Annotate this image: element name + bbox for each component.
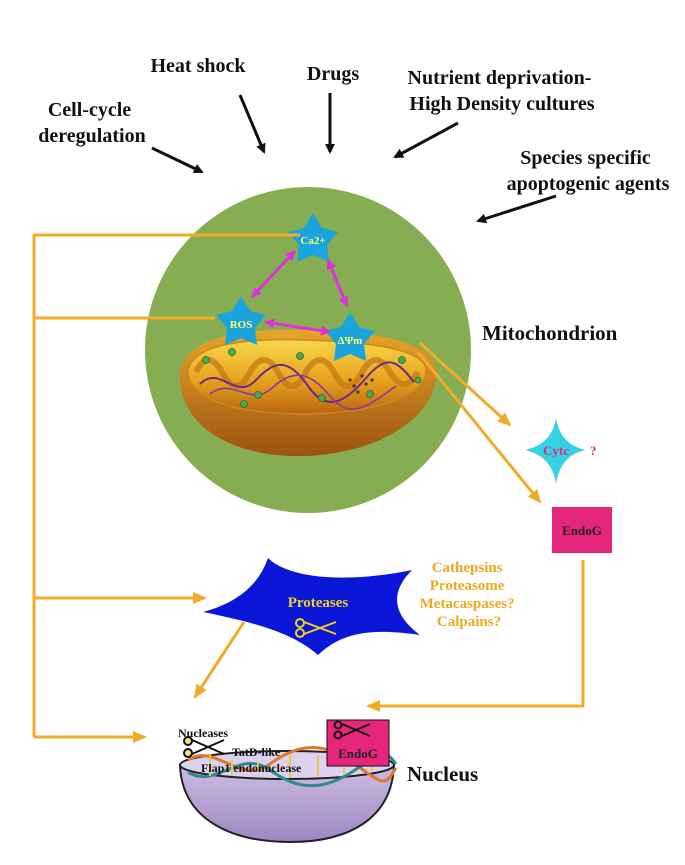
- arrow-species: [476, 194, 557, 224]
- membrane-potential-label: ΔΨm: [338, 335, 363, 347]
- arrow-proteases-to-nucleus: [193, 621, 246, 699]
- protease-list: Cathepsins Proteasome Metacaspases? Calp…: [420, 560, 519, 630]
- stimulus-heat-shock: Heat shock: [151, 55, 247, 77]
- arrow-to-cytc: [418, 341, 512, 427]
- stimulus-arrows: [151, 93, 557, 224]
- endog-scissors-icon: [333, 720, 371, 740]
- stimulus-nutrient: Nutrient deprivation- High Density cultu…: [408, 67, 597, 115]
- left-bus-line: [32, 233, 300, 737]
- stimulus-drugs: Drugs: [307, 63, 359, 85]
- cytc-label: Cytc: [543, 443, 569, 458]
- arrow-cell-cycle: [151, 146, 204, 174]
- arrow-to-endog: [416, 351, 542, 504]
- ros-star: [216, 296, 266, 345]
- orange-arrows: [32, 233, 585, 743]
- arrow-heat-shock: [238, 94, 266, 154]
- cytc-question: ?: [590, 443, 597, 458]
- magenta-arrows: [250, 249, 349, 336]
- stimulus-species: Species specific apoptogenic agents: [507, 147, 670, 195]
- mitochondrion-label: Mitochondrion: [482, 321, 618, 345]
- calcium-star: [288, 213, 338, 262]
- scissors-icon: [295, 618, 337, 638]
- proteases-star: [203, 558, 420, 655]
- nucleus-endog-label: EndoG: [338, 746, 378, 761]
- tatd-label: TatD-like: [232, 745, 281, 759]
- nucleus-label: Nucleus: [407, 762, 478, 786]
- arrow-endog-to-nucleus: [366, 560, 585, 712]
- nucleases-label: Nucleases: [178, 726, 228, 740]
- mitochondrion-organelle: [179, 329, 437, 457]
- ros-label: ROS: [230, 319, 253, 331]
- arrow-nutrient: [393, 121, 459, 159]
- calcium-label: Ca2+: [300, 235, 325, 247]
- endog-label: EndoG: [562, 523, 602, 538]
- endog-box: [552, 507, 612, 553]
- nuclease-scissors-icon: [183, 736, 225, 758]
- proteases-label: Proteases: [288, 595, 349, 611]
- membrane-potential-star: [325, 312, 375, 361]
- stimulus-cell-cycle: Cell-cycle deregulation: [38, 99, 145, 147]
- flap-label: Flap1 endonuclease: [201, 761, 302, 775]
- cytc-star: [525, 418, 585, 484]
